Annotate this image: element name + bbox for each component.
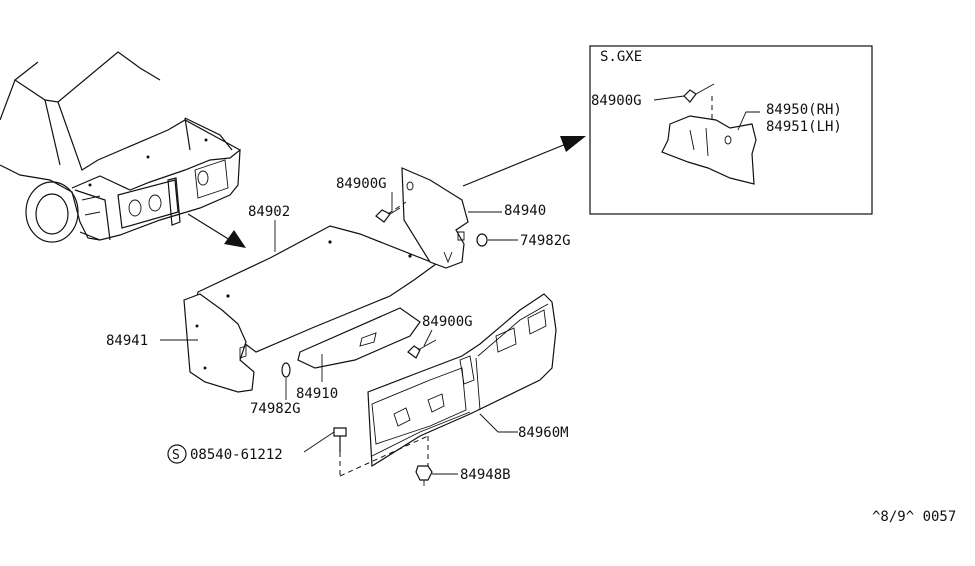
part-84940-side-trim	[401, 167, 469, 269]
label-74982g-bottom: 74982G	[250, 401, 301, 417]
inset-title: S.GXE	[600, 49, 642, 65]
part-08540-bolt	[333, 427, 429, 477]
part-84960m-rear-panel	[367, 293, 557, 468]
part-74982g-grommet-bottom	[281, 362, 291, 378]
label-84940: 84940	[504, 203, 546, 219]
arrow-to-inset	[462, 136, 586, 187]
label-84950-rh: 84950(RH)	[766, 102, 842, 118]
label-84902: 84902	[248, 204, 290, 220]
label-84941: 84941	[106, 333, 148, 349]
part-84910-front-trim	[297, 307, 421, 369]
car-rear-overview	[0, 51, 241, 243]
label-08540-61212: 08540-61212	[190, 447, 283, 463]
part-84900g-clip-top	[375, 201, 407, 223]
label-84910: 84910	[296, 386, 338, 402]
label-84960m: 84960M	[518, 425, 569, 441]
part-84948b-clip	[415, 465, 433, 486]
label-84900g-inset: 84900G	[591, 93, 642, 109]
label-84948b: 84948B	[460, 467, 511, 483]
arrow-car-to-trunk	[187, 213, 246, 248]
label-74982g-right: 74982G	[520, 233, 571, 249]
label-84900g-mid: 84900G	[422, 314, 473, 330]
standard-part-symbol-letter: S	[172, 448, 180, 463]
label-84900g-top: 84900G	[336, 176, 387, 192]
label-84951-lh: 84951(LH)	[766, 119, 842, 135]
leader-lines	[160, 95, 760, 475]
diagram-code: ^8/9^ 0057	[872, 509, 956, 525]
part-74982g-grommet-right	[476, 233, 488, 247]
inset-s-gxe	[589, 45, 873, 215]
part-84941-side-trim	[183, 293, 255, 393]
part-84900g-clip-mid	[407, 339, 437, 359]
standard-part-symbol	[167, 444, 187, 464]
